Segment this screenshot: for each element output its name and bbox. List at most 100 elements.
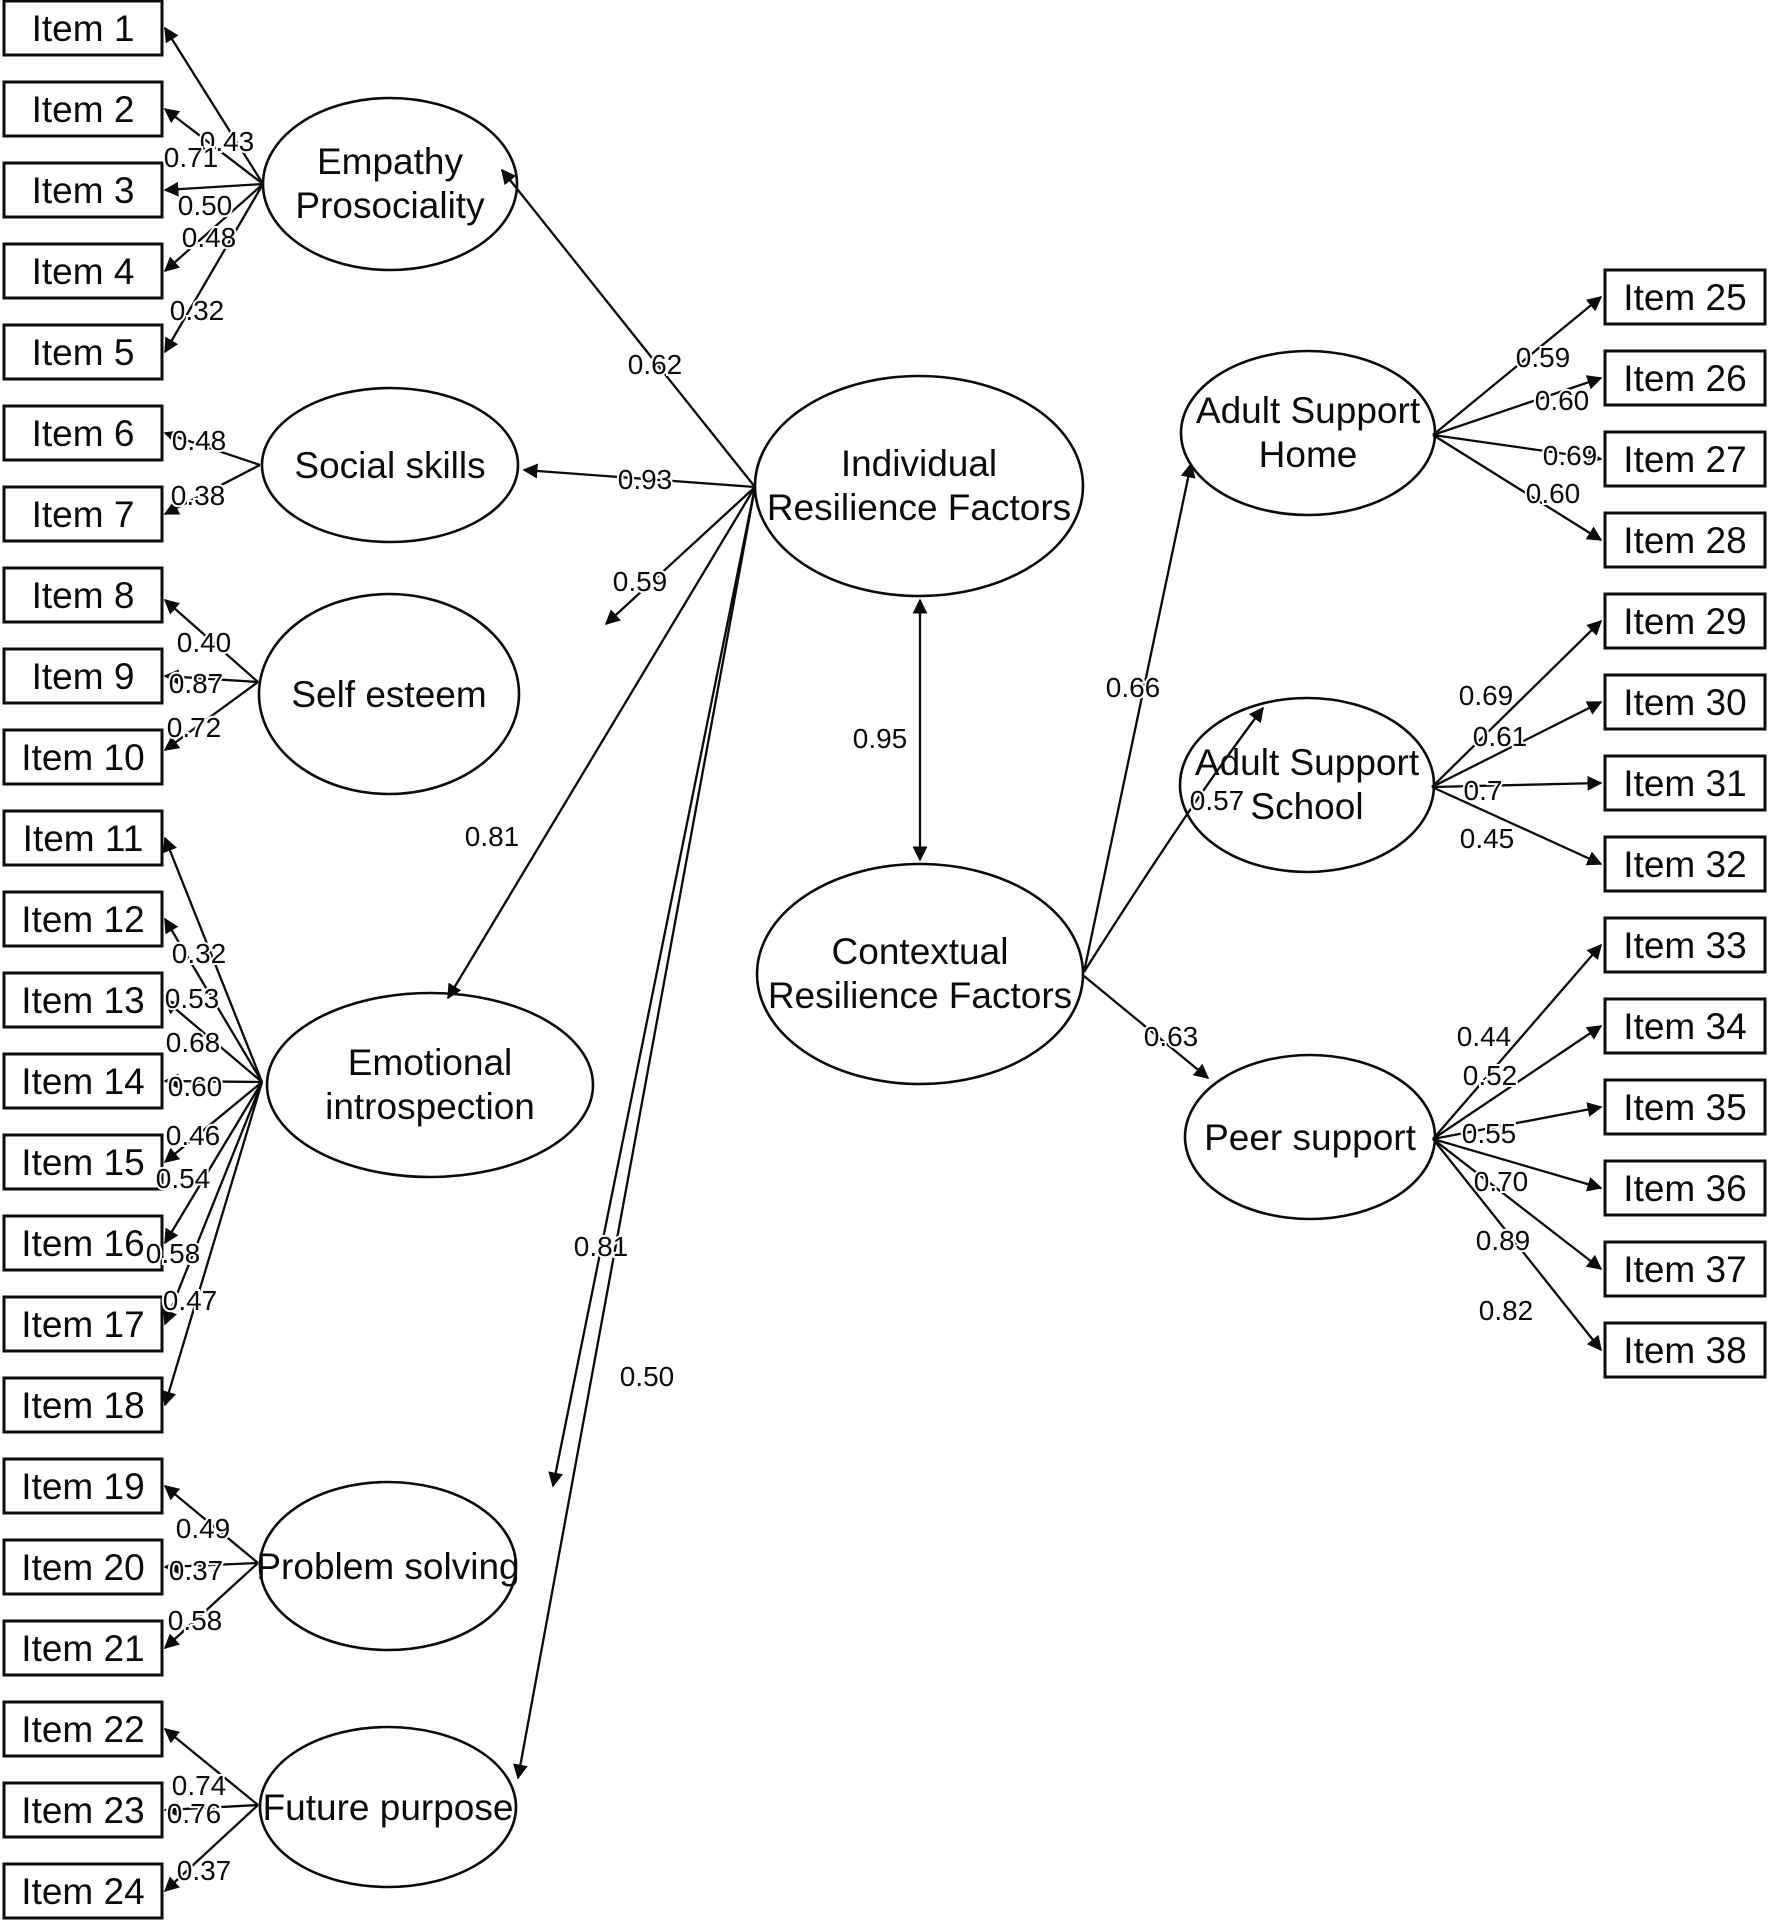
item-34-box (1603, 997, 1767, 1055)
loading-item-30: 0.61 (1473, 721, 1528, 752)
factor-emotional-introspection-ellipse (265, 991, 595, 1179)
loading-item-33: 0.44 (1457, 1021, 1512, 1052)
item-14-box (2, 1052, 164, 1110)
item-28-box (1603, 511, 1767, 569)
item-36-box (1603, 1159, 1767, 1217)
loading-item-26: 0.60 (1535, 385, 1590, 416)
factor-individual-label-line2: Resilience Factors (767, 487, 1071, 528)
item-26-label: Item 26 (1623, 358, 1746, 399)
factor-future-purpose-ellipse (258, 1725, 518, 1889)
item-labels: Item 1 Item 2 Item 3 Item 4 Item 5 Item … (21, 8, 1746, 1912)
arrow-problem-item19 (163, 1485, 259, 1564)
item-29-box (1603, 592, 1767, 650)
loading-item-18: 0.47 (163, 1285, 218, 1316)
loading-item-5: 0.32 (170, 295, 225, 326)
factor-individual-label-line1: Individual (841, 443, 997, 484)
factor-labels: Empathy Prosociality Social skills Self … (256, 141, 1420, 1828)
arrow-home-item27 (1432, 433, 1603, 465)
measurement-arrows (161, 26, 1603, 1893)
path-individual-future-value: 0.50 (620, 1361, 675, 1392)
item-11-box (2, 809, 164, 867)
item-33-label: Item 33 (1623, 925, 1746, 966)
item-31-label: Item 31 (1623, 763, 1746, 804)
item-6-label: Item 6 (32, 413, 135, 454)
item-23-label: Item 23 (21, 1790, 144, 1831)
item-8-label: Item 8 (32, 575, 135, 616)
item-6-box (2, 404, 164, 462)
arrow-peer-item35 (1432, 1102, 1603, 1141)
item-21-box (2, 1619, 164, 1677)
item-25-box (1603, 268, 1767, 326)
item-12-box (2, 890, 164, 948)
item-3-label: Item 3 (32, 170, 135, 211)
factor-social-skills-label: Social skills (294, 445, 485, 486)
arrow-selfesteem-item9 (163, 669, 259, 685)
path-individual-contextual-value: 0.95 (853, 723, 908, 754)
arrow-emotional-item17 (163, 1081, 264, 1326)
item-33-box (1603, 916, 1767, 974)
factor-contextual-resilience-ellipse (755, 862, 1085, 1086)
structural-labels: 0.62 0.93 0.59 0.81 0.81 0.50 0.95 0.66 … (463, 347, 1247, 1394)
factor-self-esteem-label: Self esteem (291, 674, 486, 715)
loading-item-28: 0.60 (1526, 478, 1581, 509)
factor-peer-support-label: Peer support (1204, 1117, 1417, 1158)
loading-item-13: 0.68 (166, 1027, 221, 1058)
item-5-label: Item 5 (32, 332, 135, 373)
path-individual-emotional-value: 0.81 (465, 821, 520, 852)
item-24-label: Item 24 (21, 1871, 144, 1912)
loading-item-1: 0.43 (200, 126, 255, 157)
item-35-label: Item 35 (1623, 1087, 1746, 1128)
arrow-empathy-item4 (163, 183, 264, 272)
arrow-empathy-item5 (164, 183, 264, 354)
loading-item-15: 0.46 (166, 1120, 221, 1151)
factor-empathy-ellipse (261, 96, 519, 272)
item-3-box (2, 161, 164, 219)
item-18-label: Item 18 (21, 1385, 144, 1426)
loading-item-16: 0.54 (156, 1163, 211, 1194)
arrow-empathy-item1 (164, 26, 264, 185)
item-20-box (2, 1538, 164, 1596)
arrow-contextual-school (1083, 706, 1264, 973)
arrow-emotional-item12 (164, 917, 263, 1083)
loading-item-27: 0.69 (1543, 440, 1598, 471)
arrow-emotional-item11 (163, 836, 264, 1083)
arrow-problem-item20 (163, 1558, 259, 1574)
item-5-box (2, 323, 164, 381)
arrow-future-item22 (163, 1728, 259, 1806)
loading-item-9: 0.87 (169, 668, 224, 699)
path-individual-empathy-value: 0.62 (628, 349, 683, 380)
structural-arrows (447, 168, 1264, 1780)
loading-item-21: 0.58 (168, 1605, 223, 1636)
loading-item-24: 0.37 (177, 1855, 232, 1886)
loading-item-4: 0.48 (182, 222, 237, 253)
loading-item-32: 0.45 (1460, 823, 1515, 854)
item-27-label: Item 27 (1623, 439, 1746, 480)
arrow-empathy-item2 (163, 108, 264, 185)
loading-item-3: 0.50 (178, 190, 233, 221)
loading-item-12: 0.53 (165, 983, 220, 1014)
item-21-label: Item 21 (21, 1628, 144, 1669)
factor-contextual-label-line1: Contextual (832, 931, 1009, 972)
item-37-label: Item 37 (1623, 1249, 1746, 1290)
item-25-label: Item 25 (1623, 277, 1746, 318)
item-32-label: Item 32 (1623, 844, 1746, 885)
item-12-label: Item 12 (21, 899, 144, 940)
arrow-empathy-item3 (163, 181, 264, 197)
arrow-peer-item37 (1432, 1138, 1603, 1270)
arrow-peer-item38 (1432, 1138, 1602, 1352)
item-16-label: Item 16 (21, 1223, 144, 1264)
loading-item-38: 0.82 (1479, 1295, 1534, 1326)
item-15-box (2, 1133, 164, 1191)
arrow-home-item25 (1432, 296, 1603, 436)
item-17-box (2, 1295, 164, 1353)
item-16-box (2, 1214, 164, 1272)
path-individual-social-value: 0.93 (618, 464, 673, 495)
item-35-box (1603, 1078, 1767, 1136)
item-15-label: Item 15 (21, 1142, 144, 1183)
arrow-emotional-item13 (163, 999, 263, 1083)
arrow-individual-empathy (501, 168, 756, 488)
latent-factors (257, 96, 1437, 1889)
arrow-home-item28 (1432, 434, 1603, 541)
item-10-box (2, 728, 164, 786)
loading-item-34: 0.52 (1463, 1060, 1518, 1091)
